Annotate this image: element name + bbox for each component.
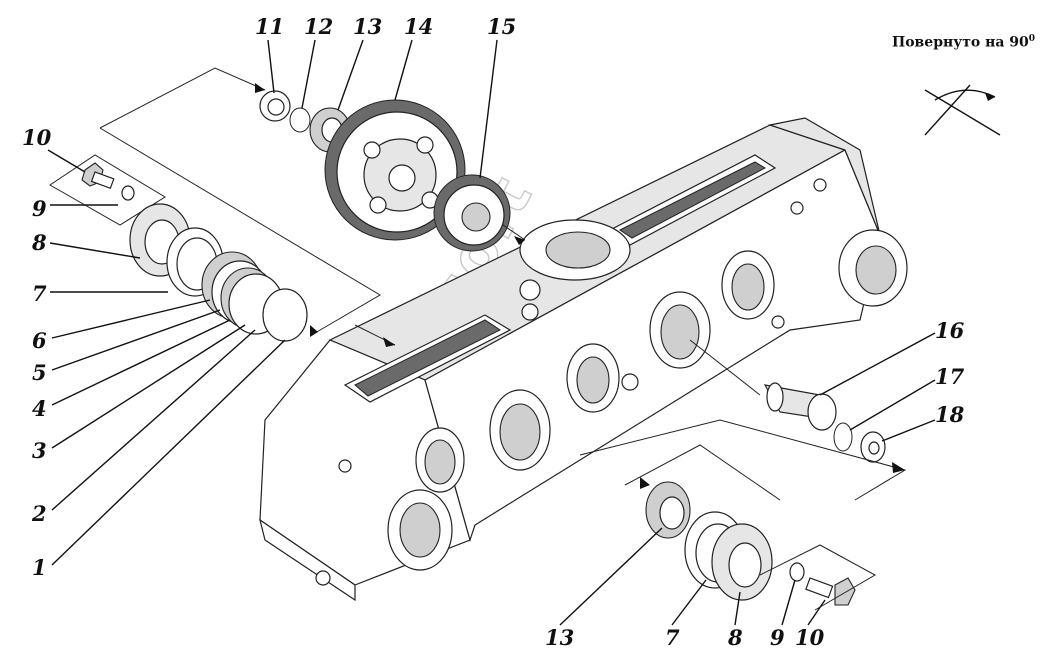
part-circlip-17 [833,422,853,452]
part-flange-8b [711,523,773,601]
label-8b: 8 [727,625,743,650]
part-bearing-stack-1-6 [201,251,308,342]
label-2: 2 [31,501,47,526]
part-bolt-10b [805,577,856,606]
label-13b: 13 [545,625,574,650]
part-ring-11 [259,90,291,122]
label-13: 13 [353,14,382,39]
label-10: 10 [22,125,52,150]
label-9b: 9 [770,625,785,650]
label-17: 17 [935,364,965,389]
part-circlip-12 [289,107,311,133]
part-shaft-16 [763,382,837,431]
label-10b: 10 [795,625,825,650]
label-5: 5 [32,360,47,385]
label-3: 3 [32,438,47,463]
leader-lines [47,39,936,626]
label-6: 6 [32,328,47,353]
part-washer-9b [789,562,805,582]
label-14: 14 [404,14,433,39]
label-7b: 7 [665,625,680,650]
label-18: 18 [935,402,965,427]
gearbox-housing [259,117,908,602]
label-9: 9 [32,196,47,221]
part-bolt-10 [49,154,166,226]
label-16: 16 [935,318,965,343]
label-11: 11 [255,14,284,39]
label-15: 15 [487,14,516,39]
label-12: 12 [304,14,333,39]
part-gear-15 [433,174,511,252]
rotation-note: Повернуто на 900 [892,34,1035,51]
label-8: 8 [31,230,47,255]
label-1: 1 [32,555,47,580]
rotation-note-degree: 0 [1028,34,1036,44]
part-washer-18 [860,431,886,463]
label-7: 7 [32,281,47,306]
rotation-symbol [924,84,1001,136]
part-bearing-13b [645,481,691,539]
rotation-note-text: Повернуто на 90 [892,34,1029,51]
label-4: 4 [32,396,47,421]
